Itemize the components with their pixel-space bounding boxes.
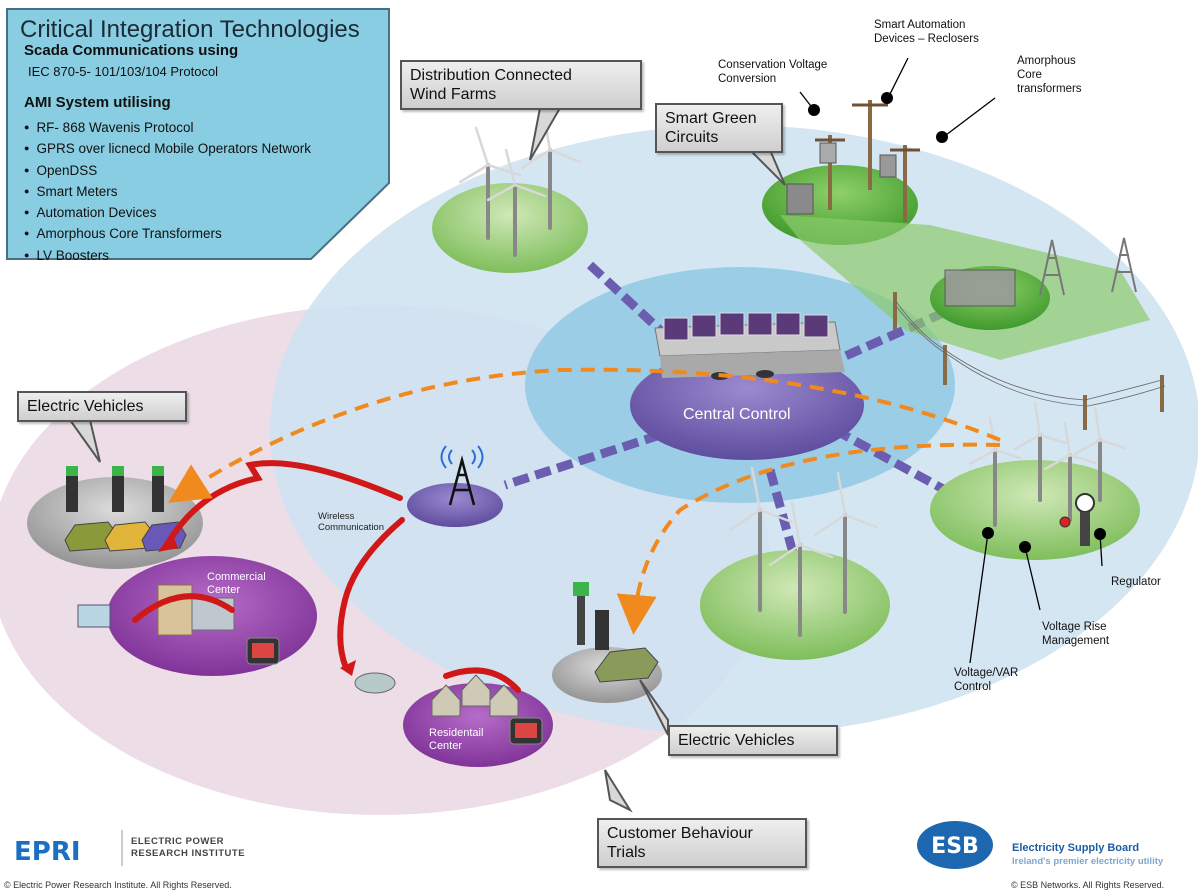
esb-logo: ESB bbox=[917, 821, 993, 869]
spoke-links bbox=[503, 261, 952, 562]
label-line: Commercial bbox=[207, 571, 266, 583]
ami-item: RF- 868 Wavenis Protocol bbox=[24, 118, 311, 139]
pole-crossarms bbox=[815, 103, 920, 152]
esb-tagline: Ireland's premier electricity utility bbox=[1012, 856, 1164, 867]
wind-turbines bbox=[486, 148, 1102, 637]
label-commercial-center: Commercial Center bbox=[207, 571, 266, 597]
label-line: Conversion bbox=[718, 73, 777, 85]
transmission-towers bbox=[1039, 237, 1137, 296]
label-voltage-var: Voltage/VAR Control bbox=[954, 666, 1018, 694]
callout-line: Circuits bbox=[665, 129, 719, 146]
ami-item: Automation Devices bbox=[24, 203, 311, 224]
ev-charger-right bbox=[573, 582, 609, 650]
smart-meter-devices bbox=[246, 637, 543, 745]
callout-electric-vehicles-left: Electric Vehicles bbox=[17, 391, 187, 422]
callout-electric-vehicles-right: Electric Vehicles bbox=[668, 725, 838, 756]
label-residential-center: Residentail Center bbox=[429, 727, 483, 753]
label-smart-automation: Smart Automation Devices – Reclosers bbox=[874, 18, 979, 46]
callout-wind-farms: Distribution Connected Wind Farms bbox=[400, 60, 642, 110]
label-line: Control bbox=[954, 681, 992, 693]
label-line: Center bbox=[429, 740, 463, 752]
label-line: Conservation Voltage bbox=[718, 59, 828, 71]
epri-copyright: © Electric Power Research Institute. All… bbox=[4, 880, 232, 890]
ev-chargers-left bbox=[66, 466, 164, 512]
label-line: Voltage Rise bbox=[1042, 621, 1107, 633]
scada-protocol: IEC 870-5- 101/103/104 Protocol bbox=[28, 64, 219, 79]
label-line: Residentail bbox=[429, 727, 484, 739]
smart-green-equipment bbox=[786, 142, 1016, 307]
label-wireless-communication: Wireless Communication bbox=[318, 511, 384, 533]
epri-logo: EPRI bbox=[14, 830, 123, 867]
wind-farm-platform-bottom bbox=[700, 550, 890, 660]
wireless-arrows bbox=[132, 460, 521, 693]
epri-name-line: ELECTRIC POWER bbox=[131, 836, 225, 847]
callout-line: Electric Vehicles bbox=[27, 398, 144, 415]
ami-item: Smart Meters bbox=[24, 182, 311, 203]
callout-line: Smart Green bbox=[665, 110, 757, 127]
label-line: Devices – Reclosers bbox=[874, 33, 979, 45]
wireless-platform bbox=[407, 483, 503, 527]
wind-farm-platform-top bbox=[432, 183, 588, 273]
residential-houses bbox=[354, 672, 519, 717]
label-line: Voltage/VAR bbox=[954, 667, 1019, 679]
comm-tower bbox=[448, 455, 476, 506]
voltage-platform bbox=[930, 460, 1140, 560]
ami-heading: AMI System utilising bbox=[24, 94, 171, 111]
control-room-desk bbox=[654, 312, 845, 380]
central-control-platform bbox=[630, 350, 864, 460]
label-line: Communication bbox=[318, 522, 384, 533]
label-line: Smart Automation bbox=[874, 19, 966, 31]
panel-title: Critical Integration Technologies bbox=[20, 16, 360, 43]
utility-poles bbox=[828, 100, 1164, 430]
callout-line: Electric Vehicles bbox=[678, 732, 795, 749]
ev-cars-left bbox=[64, 521, 187, 552]
label-line: Core bbox=[1017, 69, 1042, 81]
label-amorphous-core: Amorphous Core transformers bbox=[1017, 54, 1082, 96]
esb-copyright: © ESB Networks. All Rights Reserved. bbox=[1011, 880, 1165, 890]
label-voltage-rise: Voltage Rise Management bbox=[1042, 620, 1109, 648]
regulator-device bbox=[1059, 493, 1095, 546]
svg-text:ESB: ESB bbox=[931, 834, 979, 859]
ami-list: RF- 868 Wavenis Protocol GPRS over licne… bbox=[24, 118, 311, 267]
ev-car-right bbox=[594, 647, 659, 683]
ami-item: Amorphous Core Transformers bbox=[24, 224, 311, 245]
label-line: Center bbox=[207, 584, 241, 596]
leader-dots bbox=[808, 92, 1106, 553]
esb-name: Electricity Supply Board bbox=[1012, 842, 1140, 854]
scada-heading: Scada Communications using bbox=[24, 42, 239, 59]
label-line: Wireless bbox=[318, 511, 355, 522]
power-lines bbox=[894, 299, 1166, 407]
label-conservation-voltage: Conservation Voltage Conversion bbox=[718, 58, 827, 86]
signal-waves bbox=[440, 445, 484, 469]
label-line: transformers bbox=[1017, 83, 1082, 95]
dashed-data-arrows bbox=[168, 367, 1001, 635]
callout-customer-trials: Customer Behaviour Trials bbox=[597, 818, 807, 868]
integration-technologies-panel: Critical Integration Technologies Scada … bbox=[6, 8, 390, 263]
callout-line: Trials bbox=[607, 844, 646, 861]
callout-line: Distribution Connected bbox=[410, 67, 572, 84]
callout-line: Customer Behaviour bbox=[607, 825, 753, 842]
label-line: Amorphous bbox=[1017, 55, 1076, 67]
label-line: Management bbox=[1042, 635, 1110, 647]
turbine-blades bbox=[458, 108, 1127, 567]
epri-name-line: RESEARCH INSTITUTE bbox=[131, 848, 246, 859]
ami-item: LV Boosters bbox=[24, 246, 311, 267]
callout-pointers bbox=[68, 107, 786, 813]
svg-text:EPRI: EPRI bbox=[14, 837, 81, 867]
wireless-arrowheads bbox=[158, 532, 356, 676]
ami-item: OpenDSS bbox=[24, 161, 311, 182]
ami-item: GPRS over licnecd Mobile Operators Netwo… bbox=[24, 139, 311, 160]
label-central-control: Central Control bbox=[683, 406, 791, 423]
epri-name: ELECTRIC POWER RESEARCH INSTITUTE bbox=[131, 836, 245, 860]
label-regulator: Regulator bbox=[1111, 576, 1161, 588]
callout-smart-green-circuits: Smart Green Circuits bbox=[655, 103, 783, 153]
callout-line: Wind Farms bbox=[410, 86, 497, 103]
